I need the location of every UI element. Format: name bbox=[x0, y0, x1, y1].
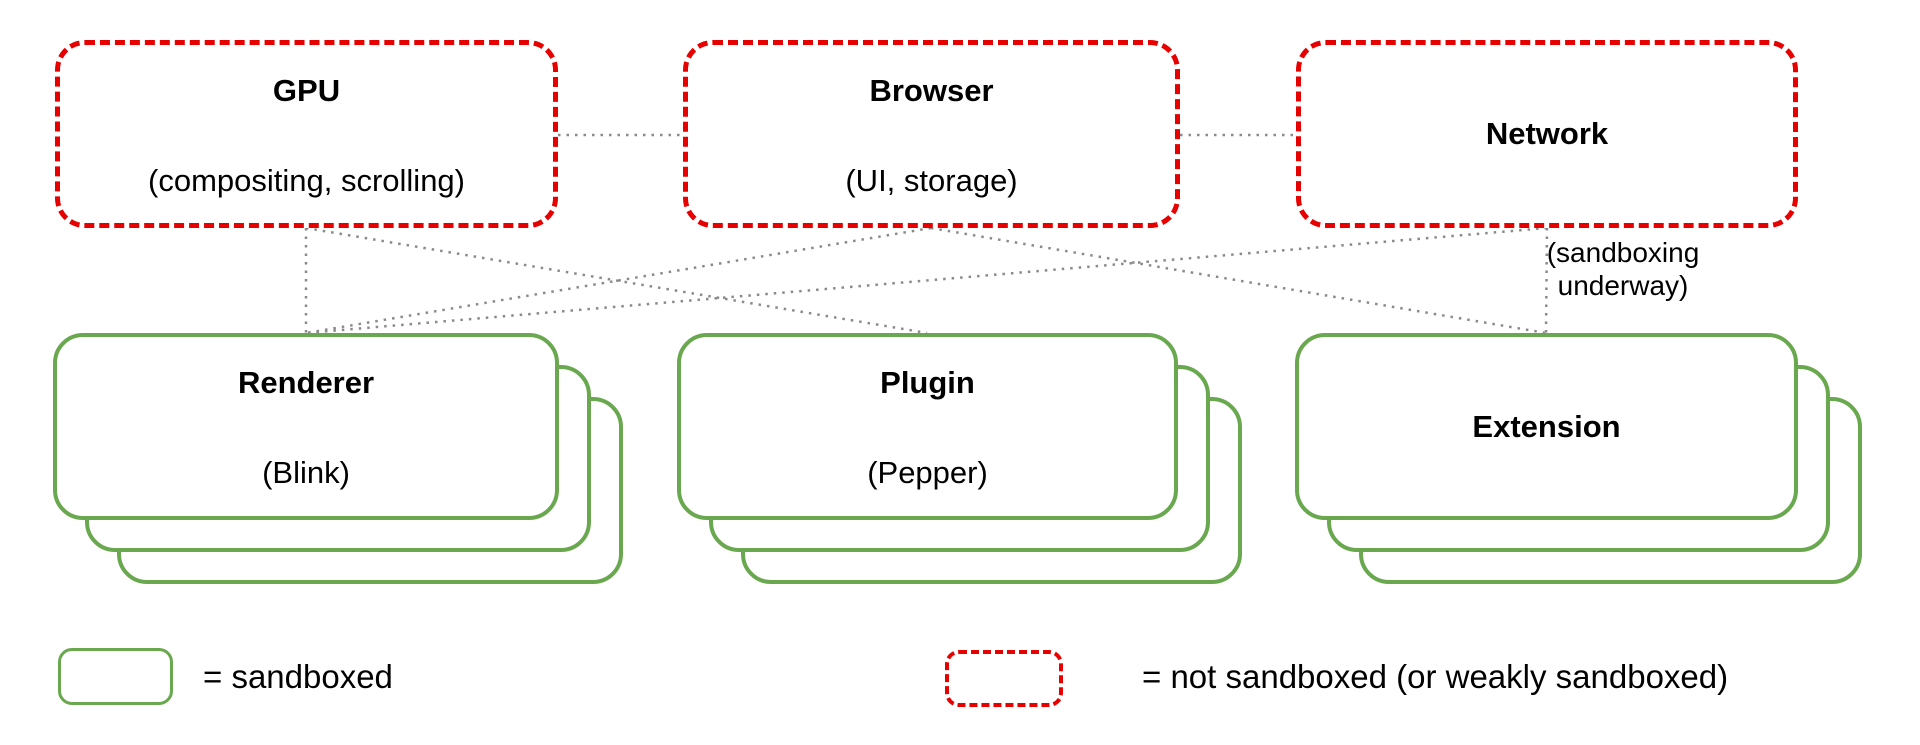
extension-box: Extension bbox=[1295, 333, 1798, 520]
plugin-box: Plugin (Pepper) bbox=[677, 333, 1178, 520]
network-sandboxing-note: (sandboxing underway) bbox=[1546, 237, 1700, 301]
legend-sandboxed-swatch bbox=[58, 648, 173, 705]
legend-sandboxed-label: = sandboxed bbox=[203, 658, 393, 695]
network-box: Network bbox=[1296, 40, 1798, 228]
gpu-title: GPU bbox=[272, 73, 341, 108]
gpu-box: GPU (compositing, scrolling) bbox=[55, 40, 558, 228]
legend-not-sandboxed-label: = not sandboxed (or weakly sandboxed) bbox=[1142, 658, 1729, 695]
gpu-subtitle: (compositing, scrolling) bbox=[148, 163, 465, 198]
connector-browser-extension bbox=[930, 226, 1547, 335]
connector-gpu-plugin bbox=[305, 226, 928, 335]
connector-network-renderer bbox=[305, 226, 1548, 335]
renderer-subtitle: (Blink) bbox=[262, 455, 350, 490]
extension-title: Extension bbox=[1472, 408, 1621, 444]
renderer-box: Renderer (Blink) bbox=[53, 333, 559, 520]
plugin-title: Plugin bbox=[880, 365, 975, 400]
browser-title: Browser bbox=[869, 73, 994, 108]
browser-subtitle: (UI, storage) bbox=[845, 163, 1018, 198]
renderer-title: Renderer bbox=[237, 365, 375, 400]
browser-box: Browser (UI, storage) bbox=[683, 40, 1180, 228]
legend-not-sandboxed-swatch bbox=[945, 650, 1063, 707]
network-title: Network bbox=[1485, 116, 1609, 151]
connector-browser-renderer bbox=[305, 226, 932, 335]
plugin-subtitle: (Pepper) bbox=[867, 455, 988, 490]
connector-network-extension bbox=[1544, 227, 1549, 334]
